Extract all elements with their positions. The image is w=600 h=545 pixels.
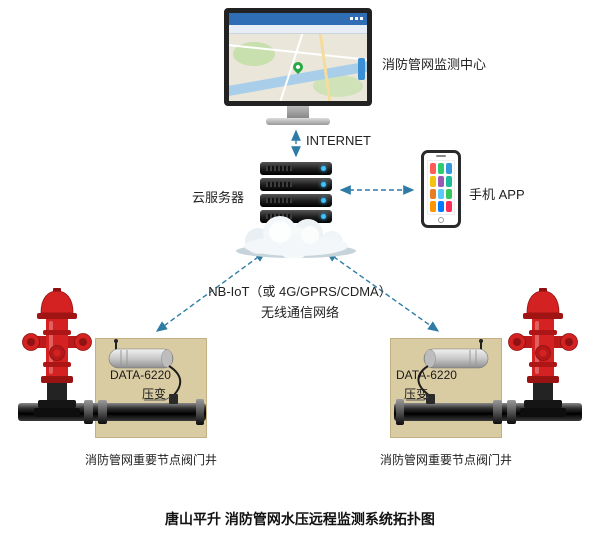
diagram-title: 唐山平升 消防管网水压远程监测系统拓扑图 [165,511,435,527]
map-toolbar [358,58,365,80]
monitor [224,8,372,125]
pipe-coupling [507,400,516,424]
app-icon [438,175,444,187]
server-led-icon [321,166,326,171]
pipe-coupling [98,400,107,424]
device-label: DATA-6220 [396,368,457,382]
pipe-coupling [84,400,93,424]
server-unit [260,178,332,191]
app-icon [430,201,436,212]
app-icon [446,188,452,200]
monitoring-center-label: 消防管网监测中心 [382,57,487,72]
app-icon [430,163,436,174]
phone-home-button [438,217,444,223]
server-led-icon [321,182,326,187]
app-icon [438,163,444,174]
pressure-sensor-label: 压变 [142,387,167,401]
fire-hydrant-icon [22,288,92,417]
browser-toolbar [229,25,367,34]
server-unit [260,194,332,207]
app-icon [446,163,452,174]
phone-speaker-icon [436,155,446,157]
app-icon [446,175,452,187]
app-icon [438,188,444,200]
app-icon [430,188,436,200]
pipe-endcap [396,399,404,425]
well-caption-right: 消防管网重要节点阀门井 [379,453,512,467]
monitor-stand [287,106,309,118]
well-caption-left: 消防管网重要节点阀门井 [84,453,217,467]
server-led-icon [321,198,326,203]
device-label: DATA-6220 [110,368,171,382]
app-icon [438,201,444,212]
cloud-icon [236,216,356,258]
network-label: NB-IoT（或 4G/GPRS/CDMA） 无线通信网络 [140,281,460,323]
server-led-icon [321,214,326,219]
pressure-sensor-label: 压变 [404,387,429,401]
smartphone [421,150,461,228]
pipe-endcap [196,399,204,425]
map-view [229,34,367,101]
pipe-coupling [493,400,502,424]
app-icon [446,201,452,212]
window-controls-icon [350,17,364,20]
monitor-screen [224,8,372,106]
phone-app-label: 手机 APP [469,187,525,202]
monitor-base [266,118,330,125]
server-unit [260,162,332,175]
cloud-server-label: 云服务器 [192,190,245,205]
app-icon [430,175,436,187]
internet-label: INTERNET [306,133,371,148]
phone-screen [427,160,455,215]
network-line2: 无线通信网络 [260,305,339,320]
fire-hydrant-icon [508,288,578,417]
browser-titlebar [229,13,367,25]
network-line1: NB-IoT（或 4G/GPRS/CDMA） [208,284,392,299]
